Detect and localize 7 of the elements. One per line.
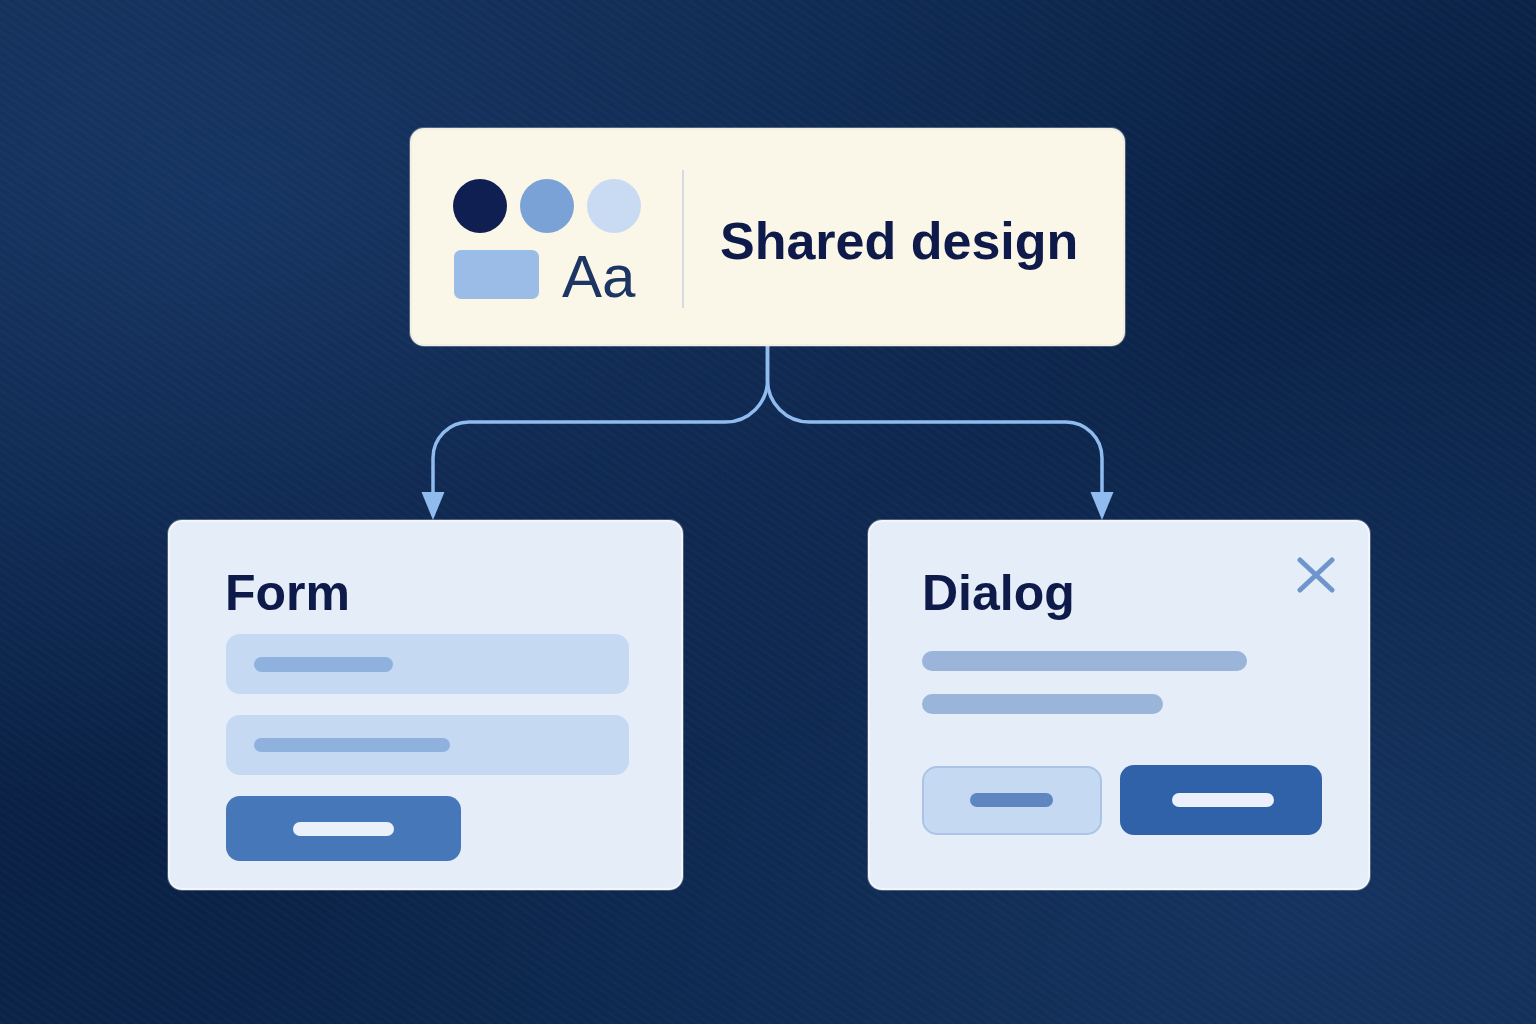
form-card bbox=[168, 520, 683, 890]
dialog-card bbox=[868, 520, 1370, 890]
arrow bbox=[765, 346, 1114, 520]
type-sample: Aa bbox=[562, 247, 636, 307]
design-system-card bbox=[410, 128, 1125, 346]
card-title: Form bbox=[225, 568, 350, 618]
card-title: Dialog bbox=[922, 568, 1075, 618]
